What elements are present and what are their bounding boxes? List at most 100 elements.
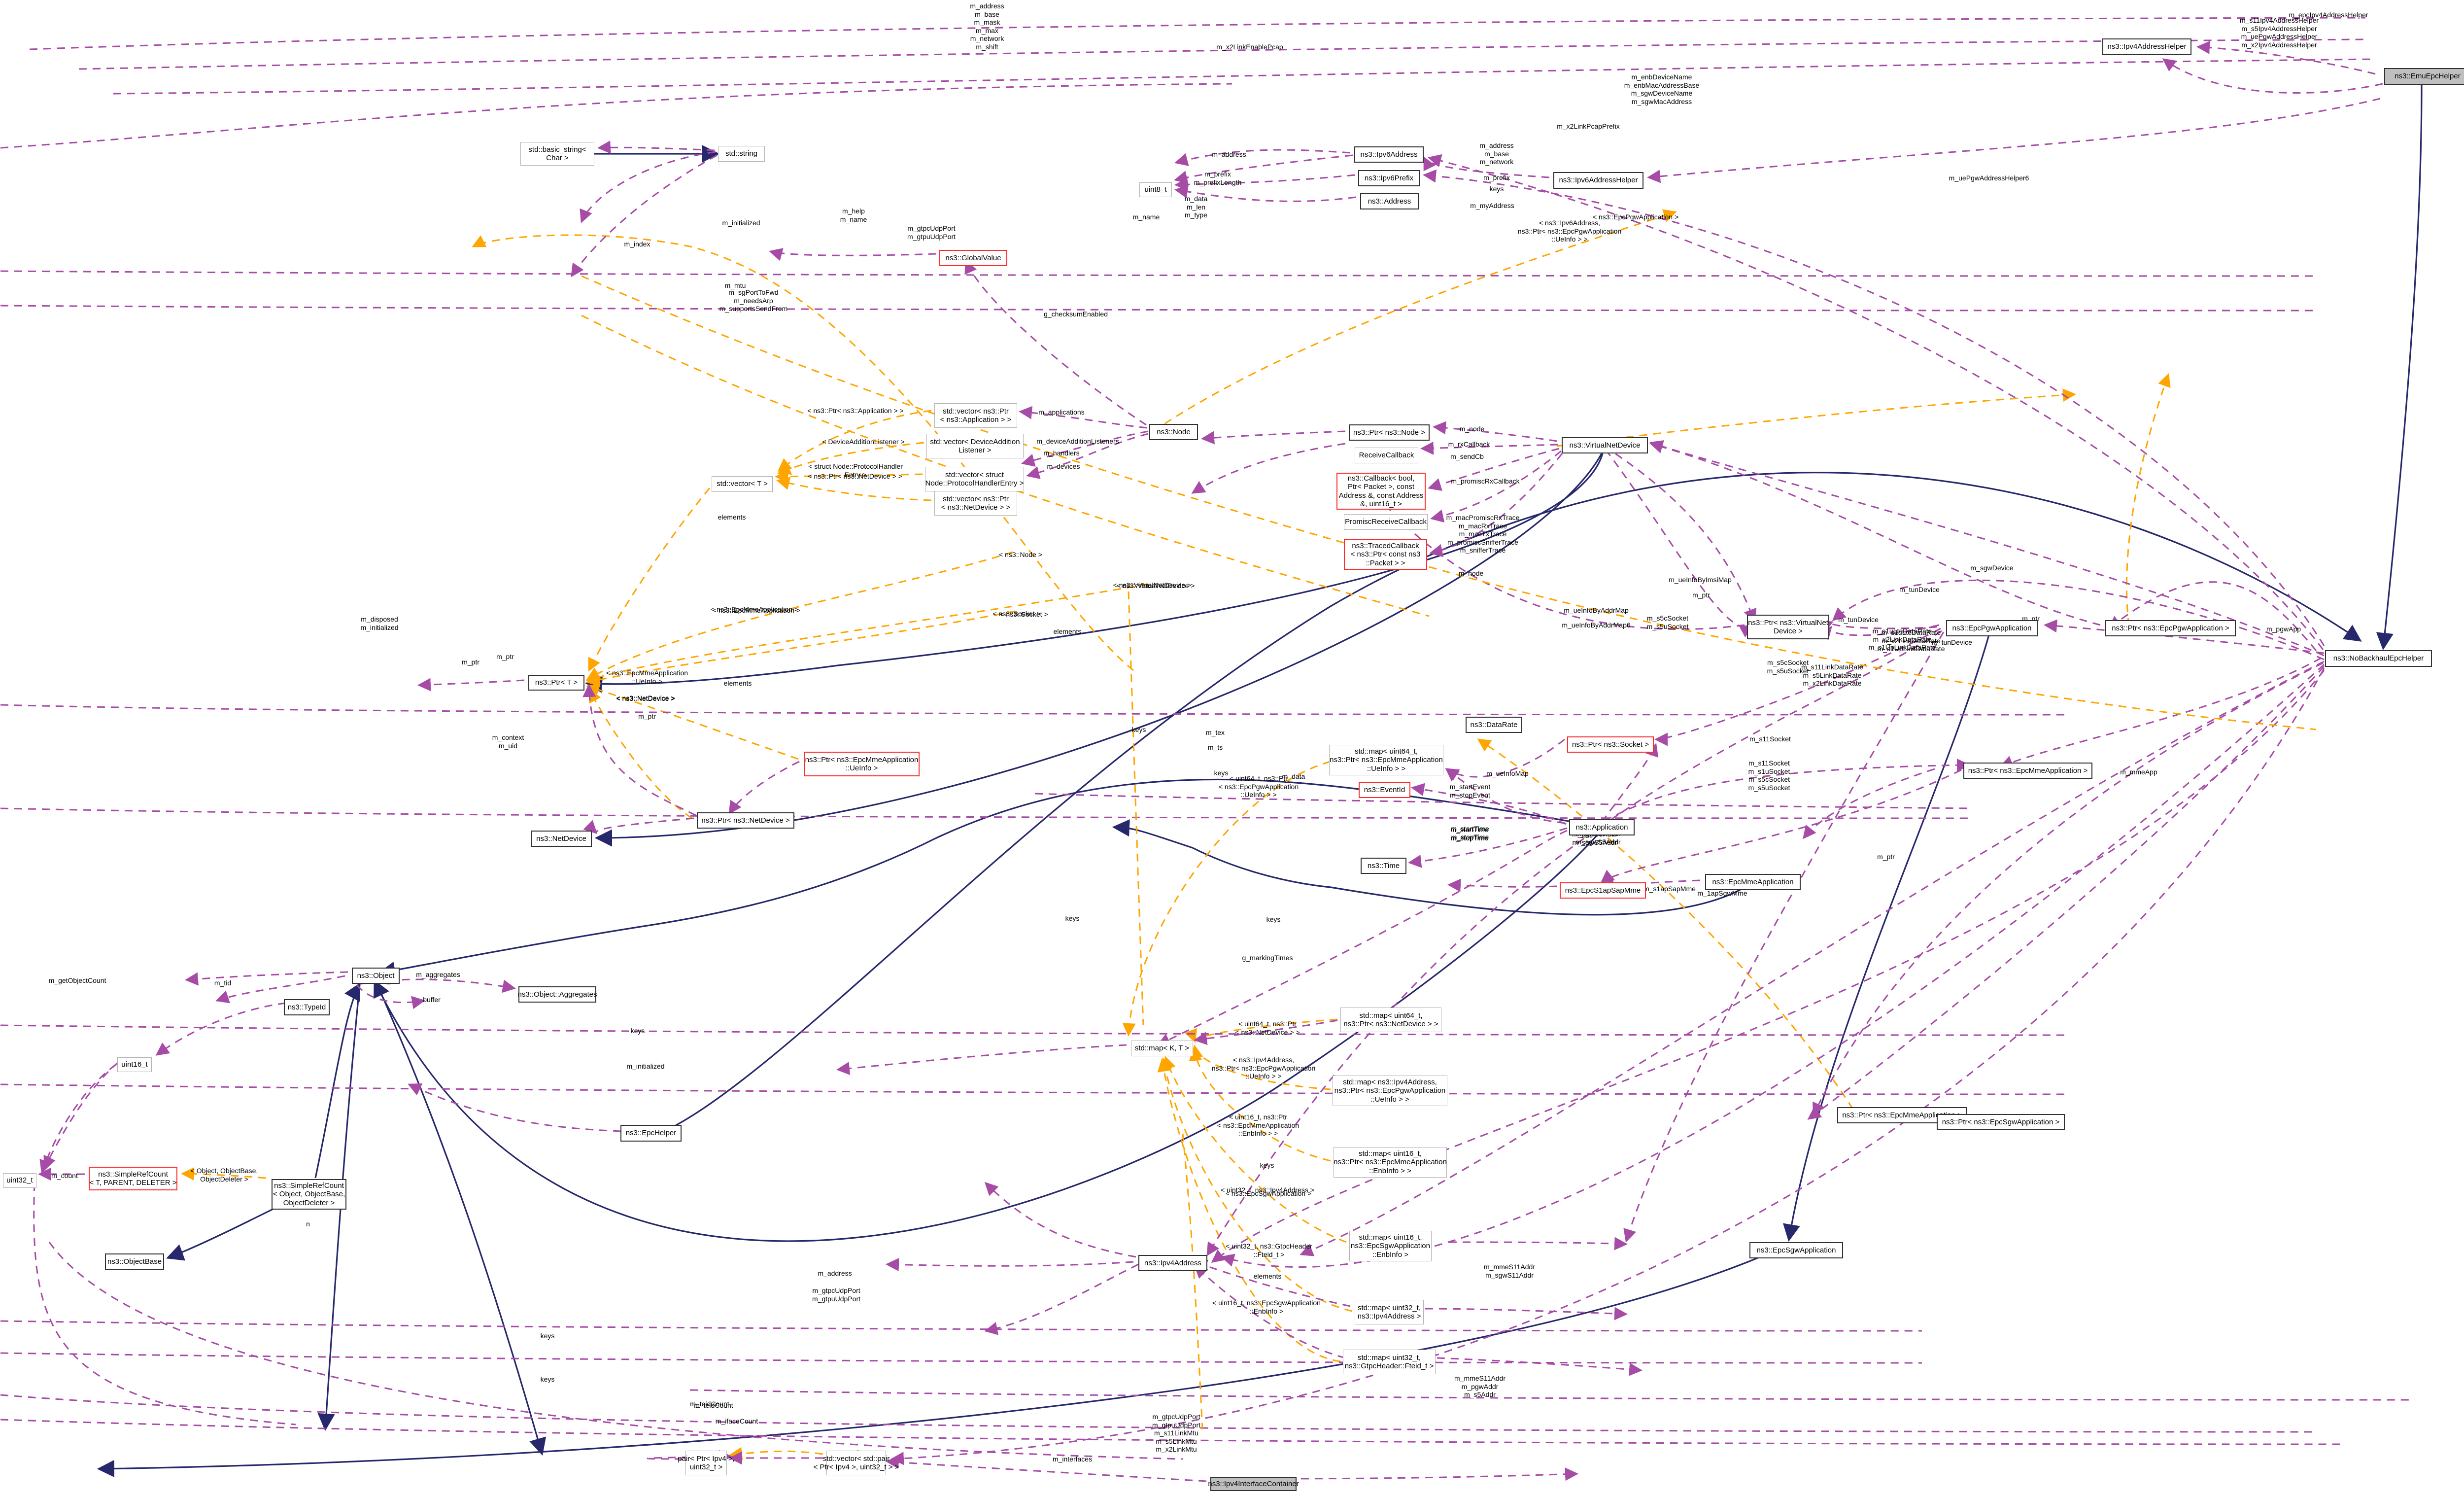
edge-label: buffer xyxy=(423,996,441,1004)
class-node-vectorPtrNetDevice[interactable]: std::vector< ns3::Ptr < ns3::NetDevice >… xyxy=(934,491,1017,516)
class-node-epcS1apSapMme[interactable]: ns3::EpcS1apSapMme xyxy=(1560,882,1646,899)
class-node-netDevice[interactable]: ns3::NetDevice xyxy=(531,831,592,847)
class-node-uint32t[interactable]: uint32_t xyxy=(3,1173,36,1188)
edge-label: < ns3::NetDevice > xyxy=(616,695,675,702)
edge-label: m_getObjectCount xyxy=(48,976,106,984)
edge-label: m_ueInfoByImsiMap xyxy=(1669,576,1732,584)
edge-label: m_startTime m_stopTime xyxy=(1451,825,1489,841)
class-node-mapUint64PtrEpcMmeUeInfo[interactable]: std::map< uint64_t, ns3::Ptr< ns3::EpcMm… xyxy=(1329,745,1443,775)
class-node-address[interactable]: ns3::Address xyxy=(1360,193,1419,209)
class-node-ptrEpcMmeApplication2[interactable]: ns3::Ptr< ns3::EpcMmeApplication > xyxy=(1837,1107,1967,1123)
class-node-vectorPtrApplication[interactable]: std::vector< ns3::Ptr < ns3::Application… xyxy=(934,403,1017,428)
edge-label: m_ifaceCount xyxy=(715,1417,758,1425)
class-node-typeId[interactable]: ns3::TypeId xyxy=(284,999,330,1015)
edge-label: m_ptr xyxy=(1692,591,1710,599)
class-node-callbackBool[interactable]: ns3::Callback< bool, Ptr< Packet >, cons… xyxy=(1336,473,1426,510)
class-node-epcHelper[interactable]: ns3::EpcHelper xyxy=(620,1125,682,1142)
class-node-mapUint32Ipv4Address[interactable]: std::map< uint32_t, ns3::Ipv4Address > xyxy=(1355,1300,1424,1324)
edge-label: m_devices xyxy=(1047,462,1080,470)
edge-label: < ns3::EpcMmeApplication > xyxy=(712,606,801,614)
edge-label: keys xyxy=(1065,914,1080,922)
class-node-epcPgwApplication[interactable]: ns3::EpcPgwApplication xyxy=(1946,620,2038,636)
edge-label: g_checksumEnabled xyxy=(1044,310,1108,318)
edge-label: m_data xyxy=(1282,772,1305,780)
edge-label: m_disposed m_initialized xyxy=(360,615,399,631)
class-node-epcMmeApplication[interactable]: ns3::EpcMmeApplication xyxy=(1705,874,1801,890)
class-node-simpleRefCountObject[interactable]: ns3::SimpleRefCount < Object, ObjectBase… xyxy=(272,1179,346,1210)
class-node-stdString[interactable]: std::string xyxy=(718,146,765,162)
class-node-objectBase[interactable]: ns3::ObjectBase xyxy=(105,1253,164,1270)
class-node-pairPtrIpv4Uint32[interactable]: pair< Ptr< Ipv4 >, uint32_t > xyxy=(678,1451,735,1475)
edge-label: m_tunDevice xyxy=(1932,638,1972,646)
edge-label: m_sgwDevice xyxy=(1970,564,2014,572)
class-node-ptrNode[interactable]: ns3::Ptr< ns3::Node > xyxy=(1349,424,1430,441)
class-node-mapIpv4PtrEpcPgwUeInfo[interactable]: std::map< ns3::Ipv4Address, ns3::Ptr< ns… xyxy=(1333,1076,1447,1106)
edge-label: m_uePgwAddressHelper6 xyxy=(1949,174,2029,182)
class-node-ptrEpcMmeApplicationUeInfo[interactable]: ns3::Ptr< ns3::EpcMmeApplication ::UeInf… xyxy=(804,752,920,776)
edge-label: keys xyxy=(1214,769,1229,777)
edge-label: m_address xyxy=(818,1269,852,1277)
class-node-mapUint64PtrNetDevice[interactable]: std::map< uint64_t, ns3::Ptr< ns3::NetDe… xyxy=(1340,1008,1441,1032)
class-node-vectorPairPtrIpv4[interactable]: std::vector< std::pair < Ptr< Ipv4 >, ui… xyxy=(814,1451,899,1475)
class-node-mapUint16EpcSgwEnbInfo[interactable]: std::map< uint16_t, ns3::EpcSgwApplicati… xyxy=(1349,1231,1432,1261)
edge-label: m_s11Socket xyxy=(1749,735,1791,743)
edge-label: m_index xyxy=(624,240,650,248)
class-node-mapUint16PtrEpcMmeEnbInfo[interactable]: std::map< uint16_t, ns3::Ptr< ns3::EpcMm… xyxy=(1334,1147,1447,1178)
class-node-objectAggregates[interactable]: ns3::Object::Aggregates xyxy=(518,986,597,1003)
edge-label: m_promiscRxCallback xyxy=(1451,477,1520,485)
class-node-mapKT[interactable]: std::map< K, T > xyxy=(1131,1041,1193,1056)
class-node-dataRate[interactable]: ns3::DataRate xyxy=(1466,717,1522,733)
class-node-epcSgwApplication[interactable]: ns3::EpcSgwApplication xyxy=(1749,1242,1843,1258)
class-node-vectorT[interactable]: std::vector< T > xyxy=(712,476,773,492)
class-node-uint16t[interactable]: uint16_t xyxy=(117,1057,152,1072)
class-node-promiscReceiveCallback[interactable]: PromiscReceiveCallback xyxy=(1344,514,1428,530)
class-node-mapUint32GtpcFteid[interactable]: std::map< uint32_t, ns3::GtpcHeader::Fte… xyxy=(1343,1350,1436,1374)
class-node-receiveCallback[interactable]: ReceiveCallback xyxy=(1355,448,1418,463)
edge-label: < ns3::EpcSgwApplication > xyxy=(1225,1189,1312,1197)
class-node-ptrEpcMmeApplicationR[interactable]: ns3::Ptr< ns3::EpcMmeApplication > xyxy=(1963,763,2092,779)
class-node-application[interactable]: ns3::Application xyxy=(1569,819,1635,835)
class-node-vectorDeviceAdditionListener[interactable]: std::vector< DeviceAddition Listener > xyxy=(926,434,1024,458)
class-node-ptrT[interactable]: ns3::Ptr< T > xyxy=(528,675,584,691)
edge-label: m_deviceAdditionListeners xyxy=(1036,437,1119,445)
class-node-eventId[interactable]: ns3::EventId xyxy=(1359,782,1410,798)
edge-label: m_help m_name xyxy=(840,207,867,223)
class-node-ptrSocket[interactable]: ns3::Ptr< ns3::Socket > xyxy=(1567,736,1654,753)
class-node-ptrVirtualNetDevice[interactable]: ns3::Ptr< ns3::VirtualNet Device > xyxy=(1747,615,1829,639)
class-node-emuEpcHelper[interactable]: ns3::EmuEpcHelper xyxy=(2384,68,2464,85)
class-node-ipv6Prefix[interactable]: ns3::Ipv6Prefix xyxy=(1358,170,1420,186)
edge-label: m_pgwApp xyxy=(2266,625,2301,633)
class-node-globalValue[interactable]: ns3::GlobalValue xyxy=(939,250,1007,266)
edge-label: m_mmeS11Addr m_pgwAddr m_s5Addr xyxy=(1454,1374,1506,1399)
class-node-virtualNetDevice[interactable]: ns3::VirtualNetDevice xyxy=(1562,437,1648,453)
edge-label: m_s5cSocket m_s5uSocket xyxy=(1767,659,1809,675)
class-node-ipv4Address[interactable]: ns3::Ipv4Address xyxy=(1138,1255,1207,1271)
class-node-node[interactable]: ns3::Node xyxy=(1149,424,1198,440)
class-node-ipv6Address[interactable]: ns3::Ipv6Address xyxy=(1354,146,1424,163)
class-node-basicString[interactable]: std::basic_string< Char > xyxy=(520,142,594,166)
edge-label: < uint16_t, ns3::Ptr < ns3::EpcMmeApplic… xyxy=(1217,1113,1300,1138)
edge-label: m_context m_uid xyxy=(492,733,524,750)
class-node-simpleRefCountT[interactable]: ns3::SimpleRefCount < T, PARENT, DELETER… xyxy=(89,1167,177,1190)
edge-label: < ns3::VirtualNetDevice > xyxy=(1113,581,1192,589)
edge-label: m_prefix m_prefixLength xyxy=(1194,170,1242,186)
edge-label: m_enbDeviceName m_enbMacAddressBase m_sg… xyxy=(1624,73,1700,105)
class-node-ptrNetDevice[interactable]: ns3::Ptr< ns3::NetDevice > xyxy=(697,812,794,829)
class-node-vectorProtocolHandlerEntry[interactable]: std::vector< struct Node::ProtocolHandle… xyxy=(925,467,1024,491)
class-node-time[interactable]: ns3::Time xyxy=(1361,858,1406,874)
edge-label: < uint64_t, ns3::Ptr < ns3::EpcPgwApplic… xyxy=(1218,774,1299,799)
class-node-uint8t[interactable]: uint8_t xyxy=(1139,182,1172,197)
class-node-ipv6AddressHelper[interactable]: ns3::Ipv6AddressHelper xyxy=(1553,172,1643,189)
class-node-ipv4InterfaceContainer[interactable]: ns3::Ipv4InterfaceContainer xyxy=(1208,1477,1299,1491)
class-node-tracedCallbackPacket[interactable]: ns3::TracedCallback < ns3::Ptr< const ns… xyxy=(1344,539,1427,570)
edge-label: g_markingTimes xyxy=(1242,954,1293,962)
edge-label: m_name xyxy=(1132,213,1160,221)
class-node-ptrEpcPgwApplicationTmpl[interactable]: ns3::Ptr< ns3::EpcPgwApplication > xyxy=(2105,620,2236,636)
class-node-ptrEpcSgwApplication[interactable]: ns3::Ptr< ns3::EpcSgwApplication > xyxy=(1937,1114,2065,1130)
edge-label: m_x2LinkPcapPrefix xyxy=(1557,122,1620,130)
class-node-noBackhaulEpcHelper[interactable]: ns3::NoBackhaulEpcHelper xyxy=(2325,650,2432,667)
class-node-object[interactable]: ns3::Object xyxy=(352,968,400,984)
class-node-ipv4AddressHelper[interactable]: ns3::Ipv4AddressHelper xyxy=(2102,38,2191,55)
